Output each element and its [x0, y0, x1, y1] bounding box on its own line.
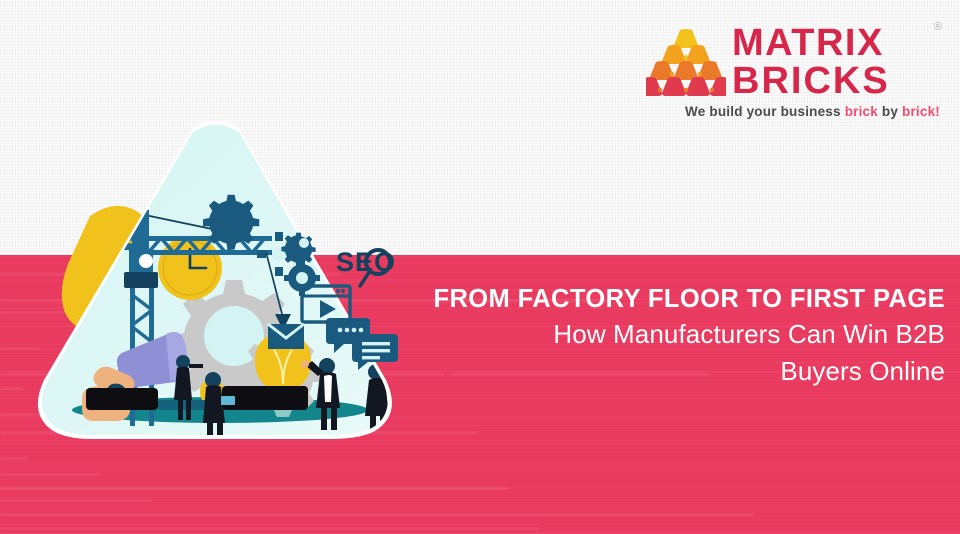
tagline-part-2: by	[877, 104, 903, 119]
gear-icon-medium	[203, 194, 260, 250]
business-person-1	[174, 355, 203, 420]
email-icon	[267, 322, 305, 349]
chat-bubbles-icon	[326, 318, 398, 370]
gear-icon-small-top	[281, 232, 316, 267]
business-person-3	[301, 358, 340, 430]
brick-pyramid-icon	[638, 26, 734, 98]
registered-trademark-icon: ®	[933, 21, 942, 33]
headline-block: FROM FACTORY FLOOR TO FIRST PAGE How Man…	[400, 282, 945, 390]
seo-label-icon: SEO	[336, 247, 395, 288]
tagline-accent-1: brick	[844, 104, 878, 119]
tagline-accent-2: brick!	[902, 104, 940, 119]
brand-wordmark: MATRIX BRICKS ®	[732, 21, 942, 102]
page-subtitle-line2: Buyers Online	[780, 356, 945, 386]
business-person-2	[203, 372, 235, 435]
page-subtitle-line1: How Manufacturers Can Win B2B	[553, 319, 945, 349]
brand-logo[interactable]: MATRIX BRICKS ® We build your business b…	[638, 21, 942, 128]
page-subtitle: How Manufacturers Can Win B2B Buyers Onl…	[400, 316, 945, 390]
page-title: FROM FACTORY FLOOR TO FIRST PAGE	[433, 285, 945, 313]
seo-construction-illustration: SEO	[30, 118, 410, 448]
brand-name-line1: MATRIX	[732, 22, 884, 64]
brand-name-line2: BRICKS	[732, 60, 890, 102]
tagline-part-1: We build your business	[685, 104, 845, 119]
brand-tagline: We build your business brick by brick!	[640, 104, 940, 119]
